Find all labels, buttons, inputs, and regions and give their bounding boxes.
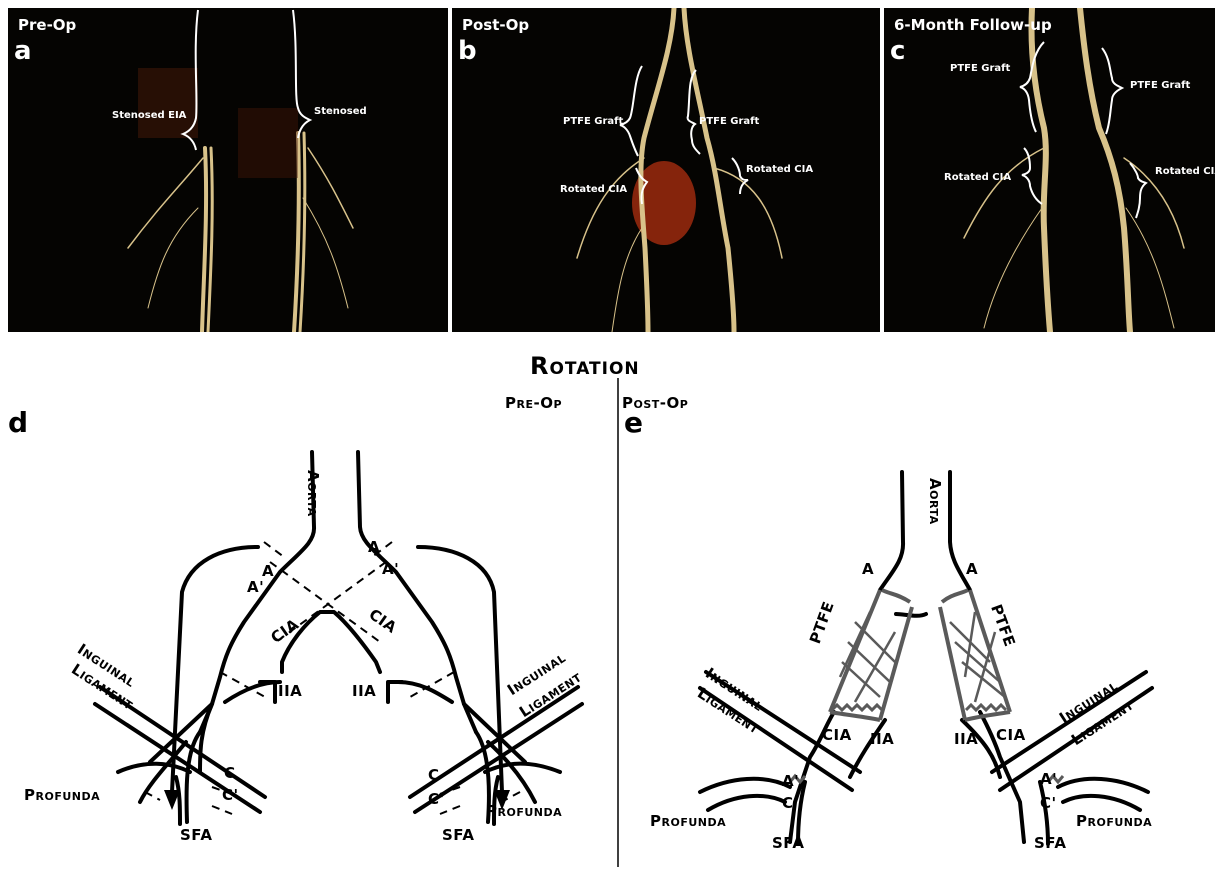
label-c-left: C bbox=[224, 764, 236, 782]
sfa-label-right: SFA bbox=[442, 826, 474, 844]
sfa-label-left: SFA bbox=[180, 826, 212, 844]
rotated-cia-label-left: Rotated CIA bbox=[944, 172, 1011, 183]
aorta-label-post: Aorta bbox=[926, 478, 944, 525]
label-a-left-post: A bbox=[862, 560, 874, 578]
rotation-schematic bbox=[0, 332, 1215, 871]
label-c-prime-left-post: C' bbox=[782, 794, 799, 812]
label-c-right: C bbox=[428, 766, 440, 784]
post-op-angiogram bbox=[452, 8, 880, 332]
follow-up-image-panel: 6-Month Follow-up c PTFE Graft PTFE Graf… bbox=[884, 8, 1215, 332]
panel-b-title: Post-Op bbox=[462, 16, 529, 34]
rotation-heading: Rotation bbox=[530, 352, 640, 380]
panel-a-title: Pre-Op bbox=[18, 16, 76, 34]
label-c-prime-right-post: C' bbox=[1040, 794, 1057, 812]
sfa-label-left-post: SFA bbox=[772, 834, 804, 852]
ptfe-graft-label-left: PTFE Graft bbox=[563, 116, 623, 127]
cia-label-right-post: CIA bbox=[996, 726, 1026, 744]
label-a-prime-left-post: A' bbox=[782, 772, 799, 790]
ptfe-graft-label-right: PTFE Graft bbox=[699, 116, 759, 127]
panel-c-letter: c bbox=[890, 36, 905, 66]
pre-op-image-panel: Pre-Op a Stenosed EIA Stenosed bbox=[8, 8, 448, 332]
pre-op-heading: Pre-Op bbox=[505, 394, 562, 412]
pre-op-angiogram bbox=[8, 8, 448, 332]
ptfe-graft-label-left: PTFE Graft bbox=[950, 63, 1010, 74]
iia-label-right-post: IIA bbox=[954, 730, 978, 748]
rotated-cia-label-right: Rotated CIA bbox=[746, 164, 813, 175]
profunda-label-right-post: Profunda bbox=[1076, 812, 1152, 830]
iia-label-right: IIA bbox=[352, 682, 376, 700]
label-a-right: A bbox=[368, 538, 380, 556]
profunda-label-right: Profunda bbox=[486, 802, 562, 820]
panel-b-letter: b bbox=[458, 36, 477, 66]
label-a-prime-left: A' bbox=[247, 578, 264, 596]
profunda-label-left: Profunda bbox=[24, 786, 100, 804]
aorta-label: Aorta bbox=[304, 470, 322, 517]
iia-label-left-post: IIA bbox=[870, 730, 894, 748]
panel-c-title: 6-Month Follow-up bbox=[894, 16, 1052, 34]
ptfe-graft-left bbox=[790, 590, 912, 782]
stenosed-eia-label: Stenosed EIA bbox=[112, 110, 186, 121]
label-a-prime-right-post: A' bbox=[1040, 770, 1057, 788]
label-a-prime-right: A' bbox=[382, 560, 399, 578]
rotated-cia-label-left: Rotated CIA bbox=[560, 184, 627, 195]
panel-e-letter: e bbox=[624, 406, 643, 439]
cia-label-left-post: CIA bbox=[822, 726, 852, 744]
label-c-prime-right: C' bbox=[428, 790, 445, 808]
sfa-label-right-post: SFA bbox=[1034, 834, 1066, 852]
post-op-vessel-diagram bbox=[700, 472, 1152, 844]
panel-a-letter: a bbox=[14, 36, 32, 66]
panel-d-letter: d bbox=[8, 406, 28, 439]
iia-label-left: IIA bbox=[278, 682, 302, 700]
label-c-prime-left: C' bbox=[222, 786, 239, 804]
profunda-label-left-post: Profunda bbox=[650, 812, 726, 830]
stenosed-label: Stenosed bbox=[314, 106, 367, 117]
label-a-right-post: A bbox=[966, 560, 978, 578]
ptfe-graft-label-right: PTFE Graft bbox=[1130, 80, 1190, 91]
pre-op-vessel-diagram bbox=[95, 452, 582, 824]
post-op-image-panel: Post-Op b PTFE Graft PTFE Graft Rotated … bbox=[452, 8, 880, 332]
rotated-cia-label-right: Rotated CIA bbox=[1155, 166, 1215, 177]
